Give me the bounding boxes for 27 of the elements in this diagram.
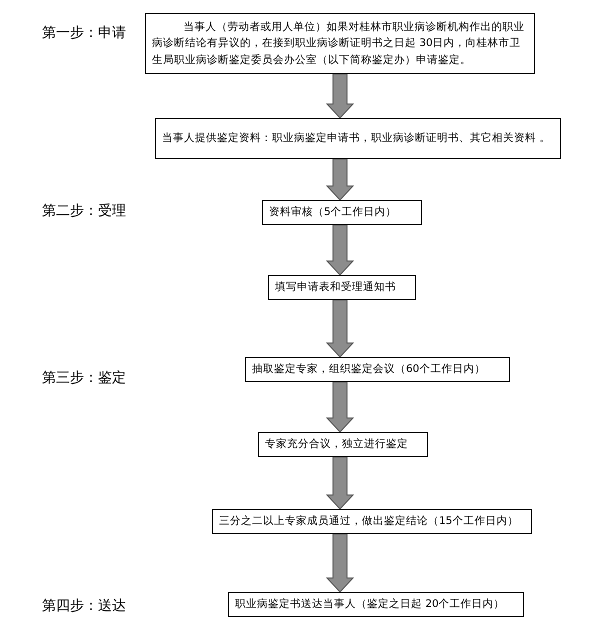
step-label: 第一步：申请	[42, 24, 126, 42]
process-box	[145, 13, 535, 74]
block-arrow	[326, 456, 354, 510]
step-text: 填写申请表和受理通知书	[275, 280, 396, 296]
process-box	[268, 275, 416, 300]
process-box	[155, 118, 561, 159]
process-box	[258, 432, 428, 457]
step-text: 资料审核（5个工作日内）	[269, 205, 397, 220]
step-label: 第二步：受理	[42, 202, 126, 220]
step-label: 第三步：鉴定	[42, 369, 126, 387]
process-box	[245, 357, 510, 382]
step-label: 第四步：送达	[42, 597, 126, 615]
step-text: 抽取鉴定专家，组织鉴定会议（60个工作日内）	[252, 362, 486, 378]
process-box	[262, 200, 422, 225]
block-arrow	[326, 74, 354, 119]
step-text: 当事人提供鉴定资料：职业病鉴定申请书，职业病诊断证明书、其它相关资料 。	[162, 131, 550, 146]
step-text: 专家充分合议，独立进行鉴定	[265, 437, 408, 452]
process-box	[228, 592, 524, 617]
block-arrow	[326, 158, 354, 201]
step-text: 职业病鉴定书送达当事人（鉴定之日起 20个工作日内）	[235, 597, 505, 612]
block-arrow	[326, 382, 354, 433]
block-arrow	[326, 224, 354, 276]
step-text: 三分之二以上专家成员通过，做出鉴定结论（15个工作日内）	[219, 514, 518, 530]
block-arrow	[326, 300, 354, 358]
step-text: 当事人（劳动者或用人单位）如果对桂林市职业病诊断机构作出的职业病诊断结论有异议的，在接到职业病诊断证明书之日起 30日内，向桂林市卫生局职业病诊断鉴定委员会办公室（以下简称鉴定办）申请鉴定。	[152, 20, 526, 68]
process-box	[212, 509, 532, 534]
block-arrow	[326, 534, 354, 593]
